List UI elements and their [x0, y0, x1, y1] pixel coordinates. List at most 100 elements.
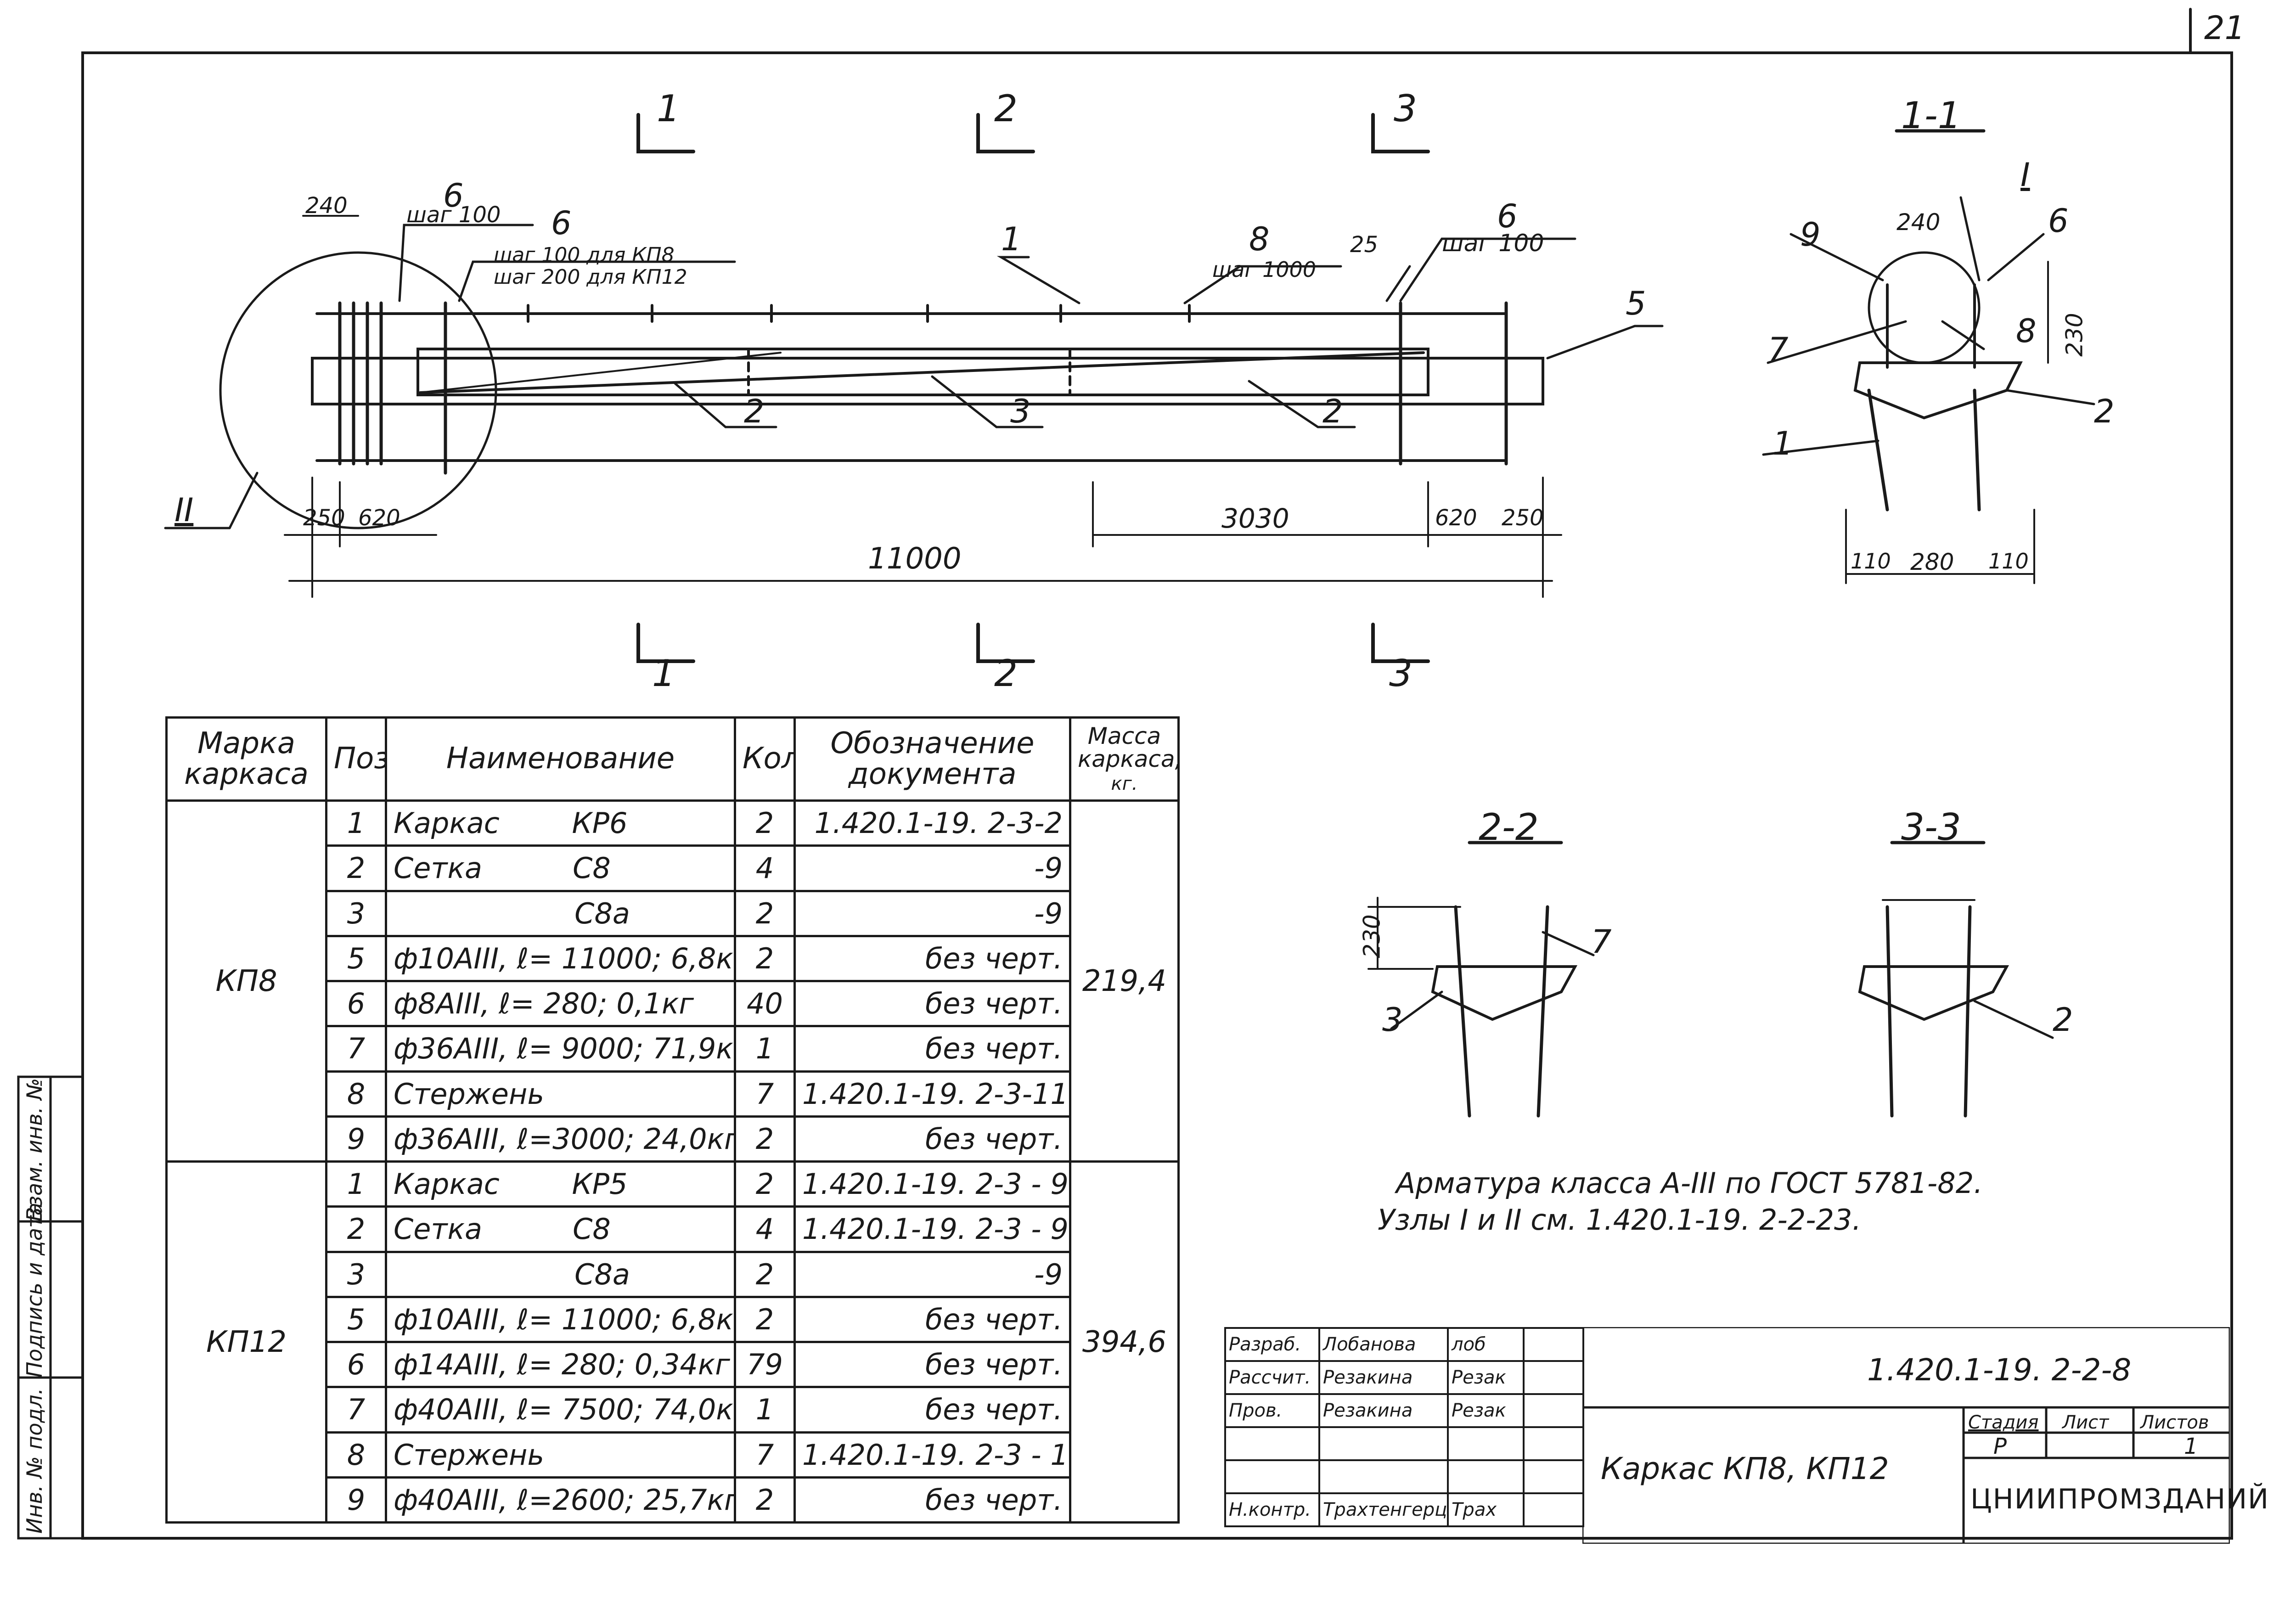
cell-name: ф14АIII, ℓ= 280; 0,34кг — [385, 1340, 736, 1389]
section-mark-bottom-3: 3 — [1389, 652, 1412, 695]
note-line-2: Узлы I и II см. 1.420.1-19. 2-2-23. — [1378, 1203, 1862, 1237]
s22-callout-7: 7 — [1591, 923, 1612, 961]
section-mark-bottom-1: 1 — [652, 652, 675, 695]
cell-pos: 6 — [325, 979, 387, 1028]
cell-doc: -9 — [793, 889, 1071, 937]
cell-doc: без черт. — [793, 1115, 1071, 1163]
cell-doc: без черт. — [793, 1476, 1071, 1524]
signature-date — [1523, 1393, 1584, 1428]
signature-sign — [1447, 1426, 1525, 1461]
cell-name: Каркас КР6 — [385, 799, 736, 847]
s22-callout-3: 3 — [1382, 1001, 1403, 1039]
cell-name: Стержень — [385, 1431, 736, 1479]
signature-name — [1318, 1426, 1449, 1461]
cell-doc: без черт. — [793, 1025, 1071, 1073]
callout-1: 1 — [1001, 220, 1022, 258]
section-marks — [636, 113, 1430, 663]
cell-name: Сетка С8 — [385, 844, 736, 892]
cell-pos: 5 — [325, 1295, 387, 1344]
cell-qty: 7 — [734, 1431, 796, 1479]
cell-name: ф36АIII, ℓ=3000; 24,0кг — [385, 1115, 736, 1163]
signature-row — [1224, 1426, 1584, 1461]
cell-doc: без черт. — [793, 1386, 1071, 1434]
signature-date — [1523, 1459, 1584, 1494]
s11-callout-6: 6 — [2048, 202, 2069, 240]
cell-name: С8а — [385, 1250, 736, 1298]
cell-doc: 1.420.1-19. 2-3-2 — [793, 799, 1071, 847]
dim-250-right: 250 — [1502, 505, 1544, 531]
dim-620-left: 620 — [358, 505, 400, 531]
callout-6c: 6 — [1497, 197, 1518, 235]
signature-name: Резакина — [1318, 1393, 1449, 1428]
s11-callout-2: 2 — [2094, 393, 2115, 430]
callout-8-step: шаг 1000 — [1212, 257, 1317, 282]
callout-6c-step: шаг 100 — [1442, 230, 1544, 257]
signature-role: Рассчит. — [1224, 1360, 1320, 1395]
cell-name: ф8АIII, ℓ= 280; 0,1кг — [385, 979, 736, 1028]
signature-role — [1224, 1459, 1320, 1494]
header-pos: Поз. — [325, 716, 387, 802]
cell-qty: 2 — [734, 934, 796, 983]
cell-doc: -9 — [793, 1250, 1071, 1298]
signature-sign: Резак — [1447, 1393, 1525, 1428]
cell-doc: без черт. — [793, 979, 1071, 1028]
cell-frame-mark: КП12 — [165, 1160, 327, 1524]
elevation-view — [164, 215, 1664, 598]
cell-qty: 2 — [734, 1160, 796, 1208]
section-mark-top-2: 2 — [994, 87, 1018, 130]
side-stamp-inv: Инв. № подл. — [22, 1388, 47, 1534]
s11-callout-7: 7 — [1768, 331, 1789, 368]
cell-qty: 79 — [734, 1340, 796, 1389]
node-I-label: I — [2020, 156, 2030, 194]
cell-qty: 2 — [734, 889, 796, 937]
callout-5: 5 — [1626, 285, 1646, 322]
cell-frame-mass: 394,6 — [1069, 1160, 1180, 1524]
cell-doc: без черт. — [793, 1295, 1071, 1344]
callout-2a: 2 — [744, 393, 765, 430]
cell-name: Каркас КР5 — [385, 1160, 736, 1208]
s11-dim-240: 240 — [1896, 209, 1941, 236]
signature-role: Н.контр. — [1224, 1492, 1320, 1527]
cell-pos: 3 — [325, 889, 387, 937]
cell-pos: 1 — [325, 799, 387, 847]
callout-6a-step: шаг 100 — [406, 202, 501, 228]
signature-date — [1523, 1360, 1584, 1395]
cell-pos: 8 — [325, 1070, 387, 1118]
cell-frame-mass: 219,4 — [1069, 799, 1180, 1163]
cell-pos: 9 — [325, 1115, 387, 1163]
cell-doc: без черт. — [793, 934, 1071, 983]
s11-callout-8: 8 — [2016, 312, 2037, 350]
dim-240: 240 — [305, 193, 348, 219]
cell-pos: 8 — [325, 1431, 387, 1479]
callout-6b-step1: шаг 100 для КП8 — [494, 243, 675, 267]
signature-date — [1523, 1492, 1584, 1527]
section-2-2-title: 2-2 — [1479, 806, 1539, 849]
cell-pos: 5 — [325, 934, 387, 983]
signature-name: Трахтенгерц — [1318, 1492, 1449, 1527]
section-1-1-view — [1762, 129, 2095, 584]
cell-pos: 3 — [325, 1250, 387, 1298]
signature-role: Разраб. — [1224, 1327, 1320, 1362]
cell-doc: 1.420.1-19. 2-3-11 — [793, 1070, 1071, 1118]
callout-2b: 2 — [1322, 393, 1343, 430]
signature-sign: лоб — [1447, 1327, 1525, 1362]
callout-6b: 6 — [551, 204, 572, 242]
cell-name: ф36АIII, ℓ= 9000; 71,9кг — [385, 1025, 736, 1073]
signature-date — [1523, 1327, 1584, 1362]
cell-qty: 4 — [734, 844, 796, 892]
